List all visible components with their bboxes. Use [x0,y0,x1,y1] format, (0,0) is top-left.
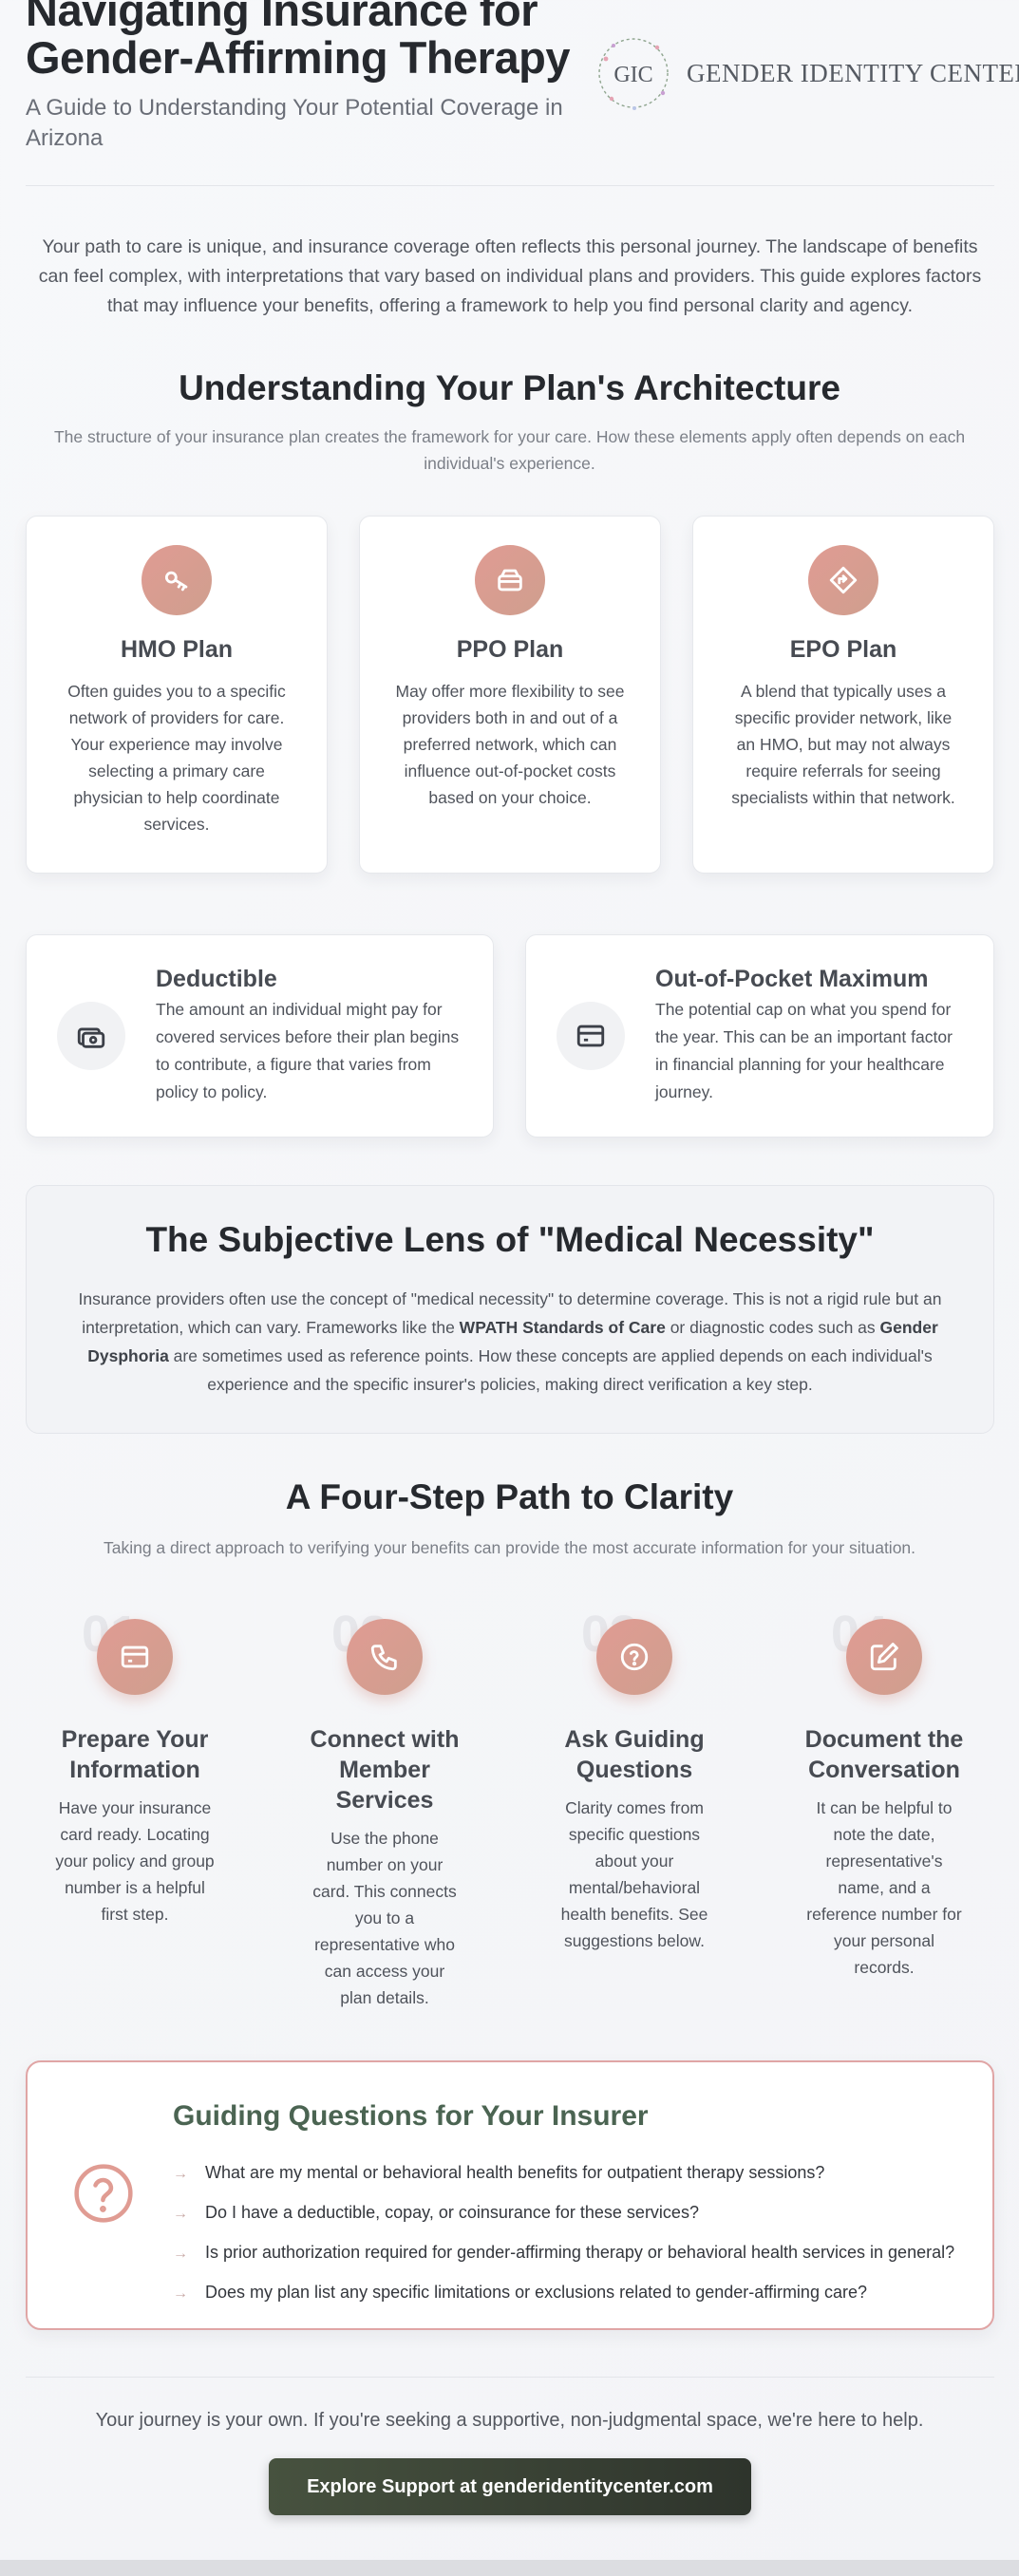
plan-title: HMO Plan [120,636,234,663]
plan-desc: A blend that typically uses a specific p… [731,682,955,807]
wallet-icon [475,545,545,615]
cost-desc: The amount an individual might pay for c… [156,1000,460,1101]
step-desc: Have your insurance card ready. Locating… [55,1798,215,1924]
necessity-text: Insurance providers often use the concep… [78,1289,942,1394]
page-title: Navigating Insurance for Gender-Affirmin… [26,0,570,83]
plan-card-hmo: HMO Plan Often guides you to a specific … [26,516,328,874]
architecture-subtitle: The structure of your insurance plan cre… [53,427,966,473]
architecture-title: Understanding Your Plan's Architecture [179,368,840,407]
explore-support-button[interactable]: Explore Support at genderidentitycenter.… [269,2458,751,2515]
arrow-right-icon: → [173,2285,188,2302]
intro-text: Your path to care is unique, and insuran… [38,236,982,316]
plan-card-ppo: PPO Plan May offer more flexibility to s… [359,516,661,874]
phone-icon [347,1619,423,1695]
page-subtitle: A Guide to Understanding Your Potential … [26,95,563,151]
key-icon [142,545,212,615]
list-item: →What are my mental or behavioral health… [173,2163,825,2182]
step-desc: Clarity comes from specific questions ab… [560,1798,708,1950]
edit-icon [846,1619,922,1695]
list-item: →Is prior authorization required for gen… [173,2243,955,2262]
guiding-questions-panel: Guiding Questions for Your Insurer →What… [26,2060,994,2330]
step-title: Connect with Member Services [310,1726,460,1814]
credit-card-icon [557,1002,625,1070]
list-item: →Does my plan list any specific limitati… [173,2283,867,2302]
footer-text: Your journey is your own. If you're seek… [95,2410,924,2431]
cost-title: Out-of-Pocket Maximum [655,966,929,992]
arrow-right-icon: → [173,2206,188,2222]
step-desc: It can be helpful to note the date, repr… [806,1798,962,1977]
questions-list: →What are my mental or behavioral health… [173,2153,954,2313]
id-card-icon [97,1619,173,1695]
wpath-term: WPATH Standards of Care [459,1318,666,1337]
plan-title: EPO Plan [789,636,897,663]
step-desc: Use the phone number on your card. This … [312,1829,457,2007]
question-icon [596,1619,672,1695]
bottom-bar [0,2560,1019,2576]
cost-card-deductible: Deductible The amount an individual migh… [26,934,494,1138]
plan-card-epo: EPO Plan A blend that typically uses a s… [692,516,994,874]
gender-dysphoria-term: Gender Dysphoria [87,1318,938,1365]
logo[interactable]: GIC GENDER IDENTITY CENTER [570,30,1019,116]
arrow-right-icon: → [173,2246,188,2262]
header: Navigating Insurance for Gender-Affirmin… [26,0,1019,186]
logo-initials: GIC [613,63,652,87]
money-icon [57,1002,125,1070]
arrow-right-icon: → [173,2166,188,2182]
logo-name: GENDER IDENTITY CENTER [687,59,1019,87]
question-icon [74,2164,133,2223]
plan-desc: Often guides you to a specific network o… [67,682,286,834]
footer-divider [26,2377,994,2378]
steps-subtitle: Taking a direct approach to verifying yo… [103,1538,916,1557]
cost-title: Deductible [156,966,277,992]
medical-necessity-panel: The Subjective Lens of "Medical Necessit… [26,1185,994,1434]
logo-wreath-icon: GIC [598,38,669,110]
cost-card-oop-max: Out-of-Pocket Maximum The potential cap … [525,934,994,1138]
step-title: Document the Conversation [804,1726,964,1783]
steps-title: A Four-Step Path to Clarity [285,1477,734,1516]
plan-title: PPO Plan [456,636,564,663]
questions-title: Guiding Questions for Your Insurer [173,2100,649,2132]
cost-desc: The potential cap on what you spend for … [655,1000,953,1101]
list-item: →Do I have a deductible, copay, or coins… [173,2203,699,2222]
step-title: Prepare Your Information [61,1726,209,1783]
necessity-title: The Subjective Lens of "Medical Necessit… [145,1220,875,1259]
plan-desc: May offer more flexibility to see provid… [395,682,625,807]
directions-icon [808,545,878,615]
step-title: Ask Guiding Questions [564,1726,705,1783]
